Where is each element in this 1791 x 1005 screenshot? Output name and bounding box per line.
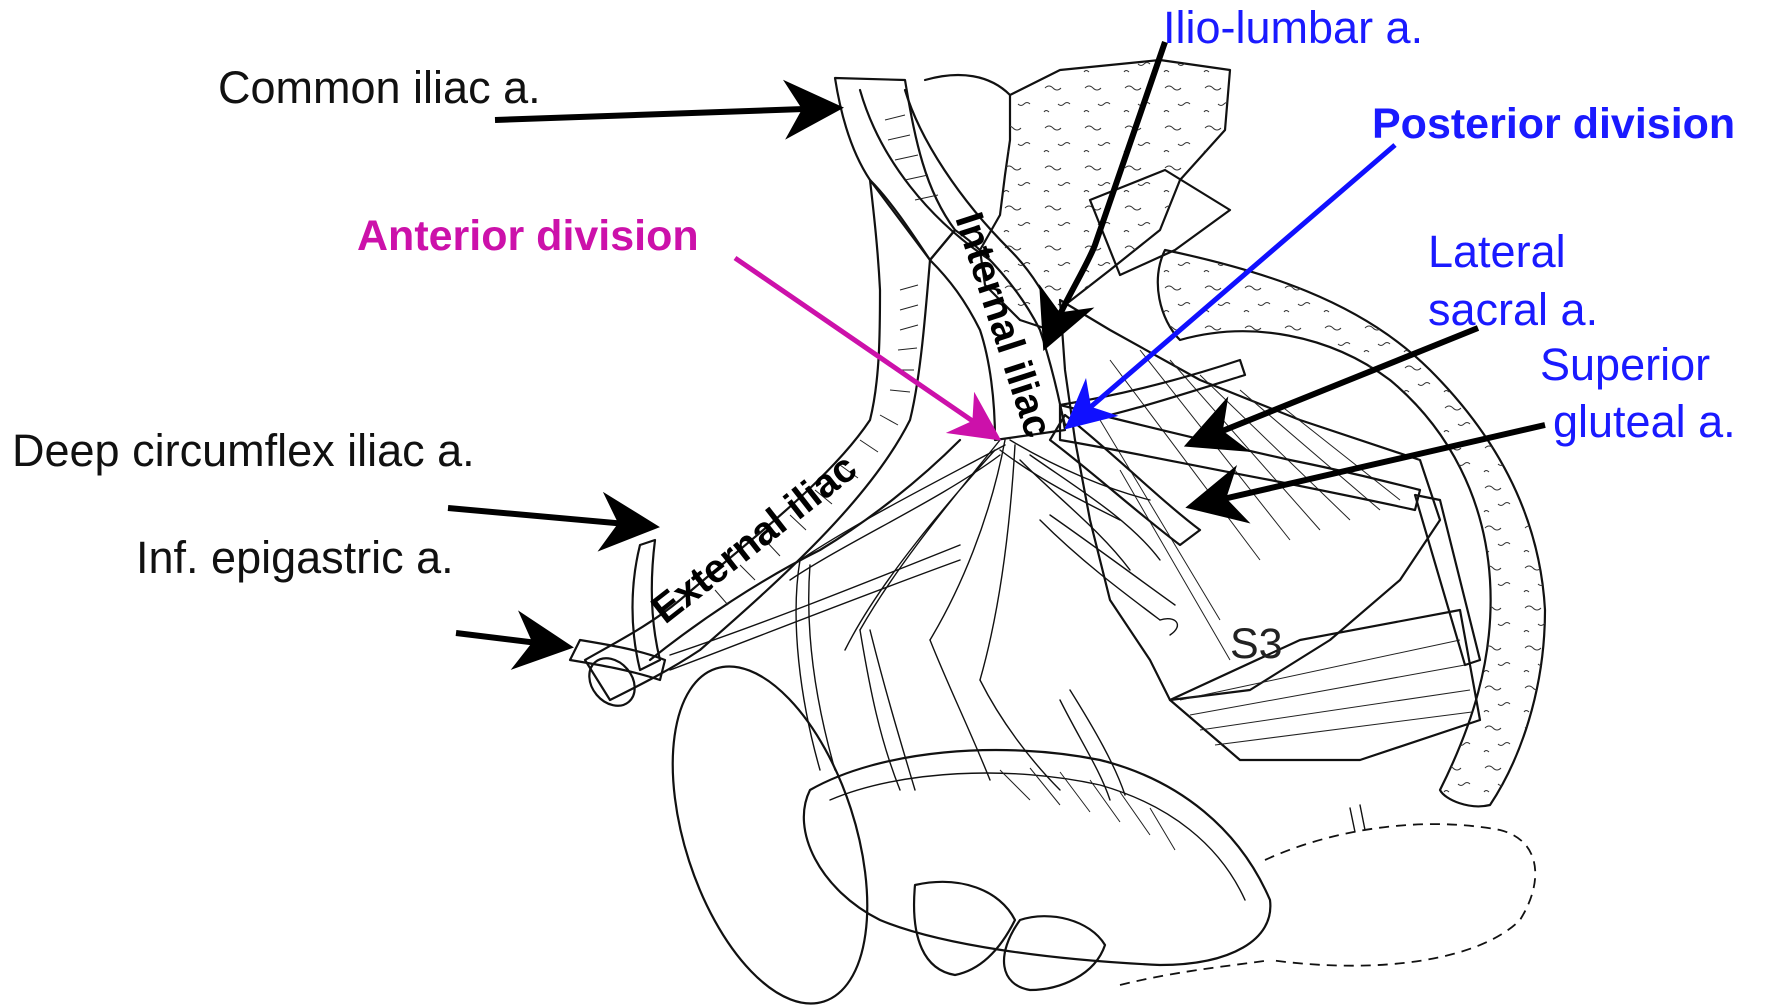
arrow-deep-circumflex [448,508,648,526]
bladder-outline [804,750,1271,965]
anterior-division-label: Anterior division [357,212,699,260]
pelvic-floor-fibers [1170,610,1480,760]
s3-label: S3 [1230,620,1283,668]
pubic-bone [635,642,905,1005]
arrow-common-iliac [495,108,832,120]
lateral-sacral-label-line1: Lateral [1428,226,1566,277]
green-structures [914,882,1105,990]
common-iliac-artery [835,78,955,260]
external-iliac-label: External iliac [643,445,865,632]
lateral-sacral-label-line2: sacral a. [1428,284,1598,335]
superior-gluteal-label-line1: Superior [1540,339,1710,390]
common-iliac-label: Common iliac a. [218,62,541,113]
arrow-anterior-division [735,258,993,435]
rectum-dashed-outline [1120,805,1535,985]
ilio-lumbar-label: Ilio-lumbar a. [1163,2,1423,53]
visceral-branches [670,440,1177,800]
posterior-division-label: Posterior division [1372,100,1735,148]
external-iliac-artery [580,180,930,715]
inf-epigastric-label: Inf. epigastric a. [136,532,454,583]
arrow-inf-epigastric [456,633,562,646]
deep-circumflex-iliac-label: Deep circumflex iliac a. [12,425,475,476]
superior-gluteal-label-line2: gluteal a. [1553,396,1736,447]
